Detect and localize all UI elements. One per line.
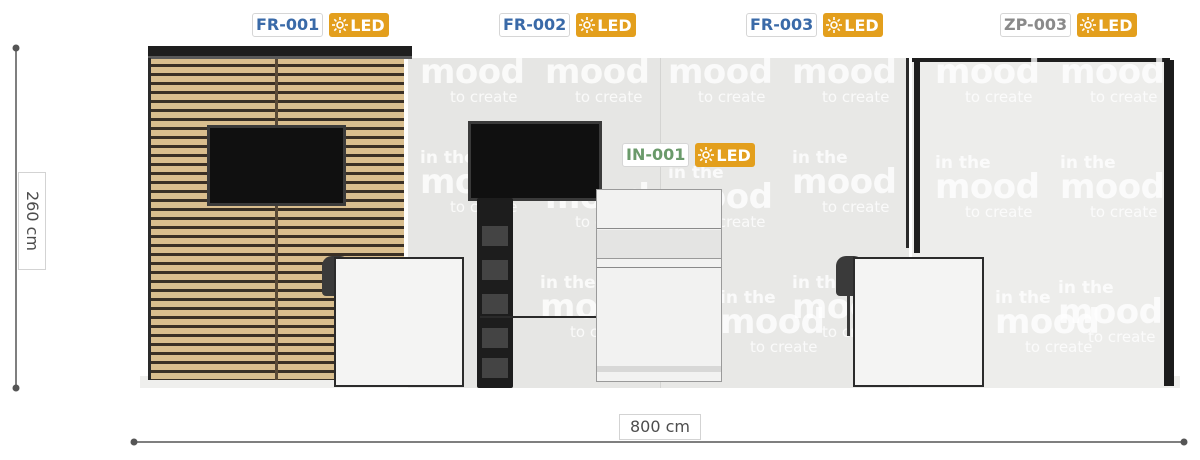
brand-line1: in the bbox=[720, 288, 776, 308]
tag-code: FR-003 bbox=[746, 13, 818, 37]
brand-line3: to create bbox=[450, 88, 518, 106]
brochure-rack bbox=[477, 198, 513, 388]
brand-line1: in the bbox=[995, 288, 1051, 308]
brand-line2: mood bbox=[420, 52, 525, 92]
led-label: LED bbox=[716, 145, 751, 165]
tag-code: FR-002 bbox=[499, 13, 571, 37]
brand-line3: to create bbox=[822, 88, 890, 106]
brand-line1: in the bbox=[668, 163, 724, 183]
tag-fr-002: FR-002 LED bbox=[499, 13, 636, 37]
frame-top-bar bbox=[912, 58, 1170, 62]
counter-center bbox=[596, 189, 722, 382]
led-badge: LED bbox=[823, 13, 883, 37]
brand-line1: in the bbox=[1060, 38, 1116, 58]
brand-line3: to create bbox=[1090, 203, 1158, 221]
brand-line1: in the bbox=[420, 148, 476, 168]
brand-line2: mood bbox=[720, 302, 825, 342]
brand-line1: in the bbox=[792, 148, 848, 168]
sun-icon bbox=[826, 17, 843, 33]
brand-line3: to create bbox=[965, 88, 1033, 106]
counter-left bbox=[334, 257, 464, 387]
wood-wall-seam bbox=[275, 58, 278, 380]
height-label: 260 cm bbox=[18, 172, 46, 270]
brand-line1: in the bbox=[1060, 153, 1116, 173]
chair-leg-right bbox=[847, 296, 850, 336]
sun-icon bbox=[579, 17, 596, 33]
width-label: 800 cm bbox=[619, 414, 701, 440]
led-label: LED bbox=[844, 15, 879, 35]
brand-line2: mood bbox=[935, 167, 1040, 207]
brand-line2: mood bbox=[545, 52, 650, 92]
brand-line3: to create bbox=[750, 338, 818, 356]
frame-post-inner bbox=[914, 58, 920, 253]
brand-line1: in the bbox=[420, 38, 476, 58]
brand-line2: mood bbox=[1060, 167, 1165, 207]
led-badge: LED bbox=[1077, 13, 1137, 37]
wood-wall-top-frame bbox=[148, 46, 412, 58]
brand-line3: to create bbox=[1088, 328, 1156, 346]
brand-line2: mood bbox=[1058, 292, 1163, 332]
wood-wall-top-frame-edge bbox=[148, 56, 412, 59]
tag-in-001: IN-001 LED bbox=[622, 143, 755, 167]
brand-line3: to create bbox=[575, 88, 643, 106]
brand-line3: to create bbox=[822, 198, 890, 216]
sun-icon bbox=[698, 147, 715, 163]
brand-line1: in the bbox=[792, 273, 848, 293]
frame-post-right bbox=[1164, 60, 1174, 386]
led-label: LED bbox=[1098, 15, 1133, 35]
rack-shelf-line bbox=[480, 316, 600, 318]
brand-line2: mood bbox=[668, 52, 773, 92]
frame-post-left bbox=[906, 58, 909, 248]
brand-line2: mood bbox=[935, 52, 1040, 92]
height-dimension-line bbox=[12, 44, 20, 392]
brand-line1: in the bbox=[935, 38, 991, 58]
brand-line1: in the bbox=[792, 38, 848, 58]
brand-line1: in the bbox=[935, 153, 991, 173]
brand-line3: to create bbox=[698, 88, 766, 106]
brand-line3: to create bbox=[965, 203, 1033, 221]
tag-code: ZP-003 bbox=[1000, 13, 1072, 37]
tag-fr-003: FR-003 LED bbox=[746, 13, 883, 37]
width-dimension-line bbox=[130, 438, 1188, 446]
sun-icon bbox=[1080, 17, 1097, 33]
led-badge: LED bbox=[576, 13, 636, 37]
brand-line2: mood bbox=[792, 162, 897, 202]
brand-line2: mood bbox=[995, 302, 1100, 342]
brand-line3: to create bbox=[1025, 338, 1093, 356]
tag-zp-003: ZP-003 LED bbox=[1000, 13, 1137, 37]
brand-line2: mood bbox=[1060, 52, 1165, 92]
sun-icon bbox=[332, 17, 349, 33]
brand-line2: mood bbox=[792, 52, 897, 92]
tv-screen-wood-wall bbox=[207, 125, 346, 206]
tv-screen-center bbox=[468, 121, 602, 201]
brand-line1: in the bbox=[545, 38, 601, 58]
brand-line1: in the bbox=[1058, 278, 1114, 298]
tag-code: IN-001 bbox=[622, 143, 690, 167]
led-badge: LED bbox=[695, 143, 755, 167]
led-badge: LED bbox=[329, 13, 389, 37]
brand-line1: in the bbox=[540, 273, 596, 293]
wood-wall-left-edge bbox=[148, 58, 151, 380]
tag-code: FR-001 bbox=[252, 13, 324, 37]
tag-fr-001: FR-001 LED bbox=[252, 13, 389, 37]
brand-line3: to create bbox=[1090, 88, 1158, 106]
led-label: LED bbox=[350, 15, 385, 35]
counter-right bbox=[853, 257, 984, 387]
led-label: LED bbox=[597, 15, 632, 35]
brand-line1: in the bbox=[668, 38, 724, 58]
